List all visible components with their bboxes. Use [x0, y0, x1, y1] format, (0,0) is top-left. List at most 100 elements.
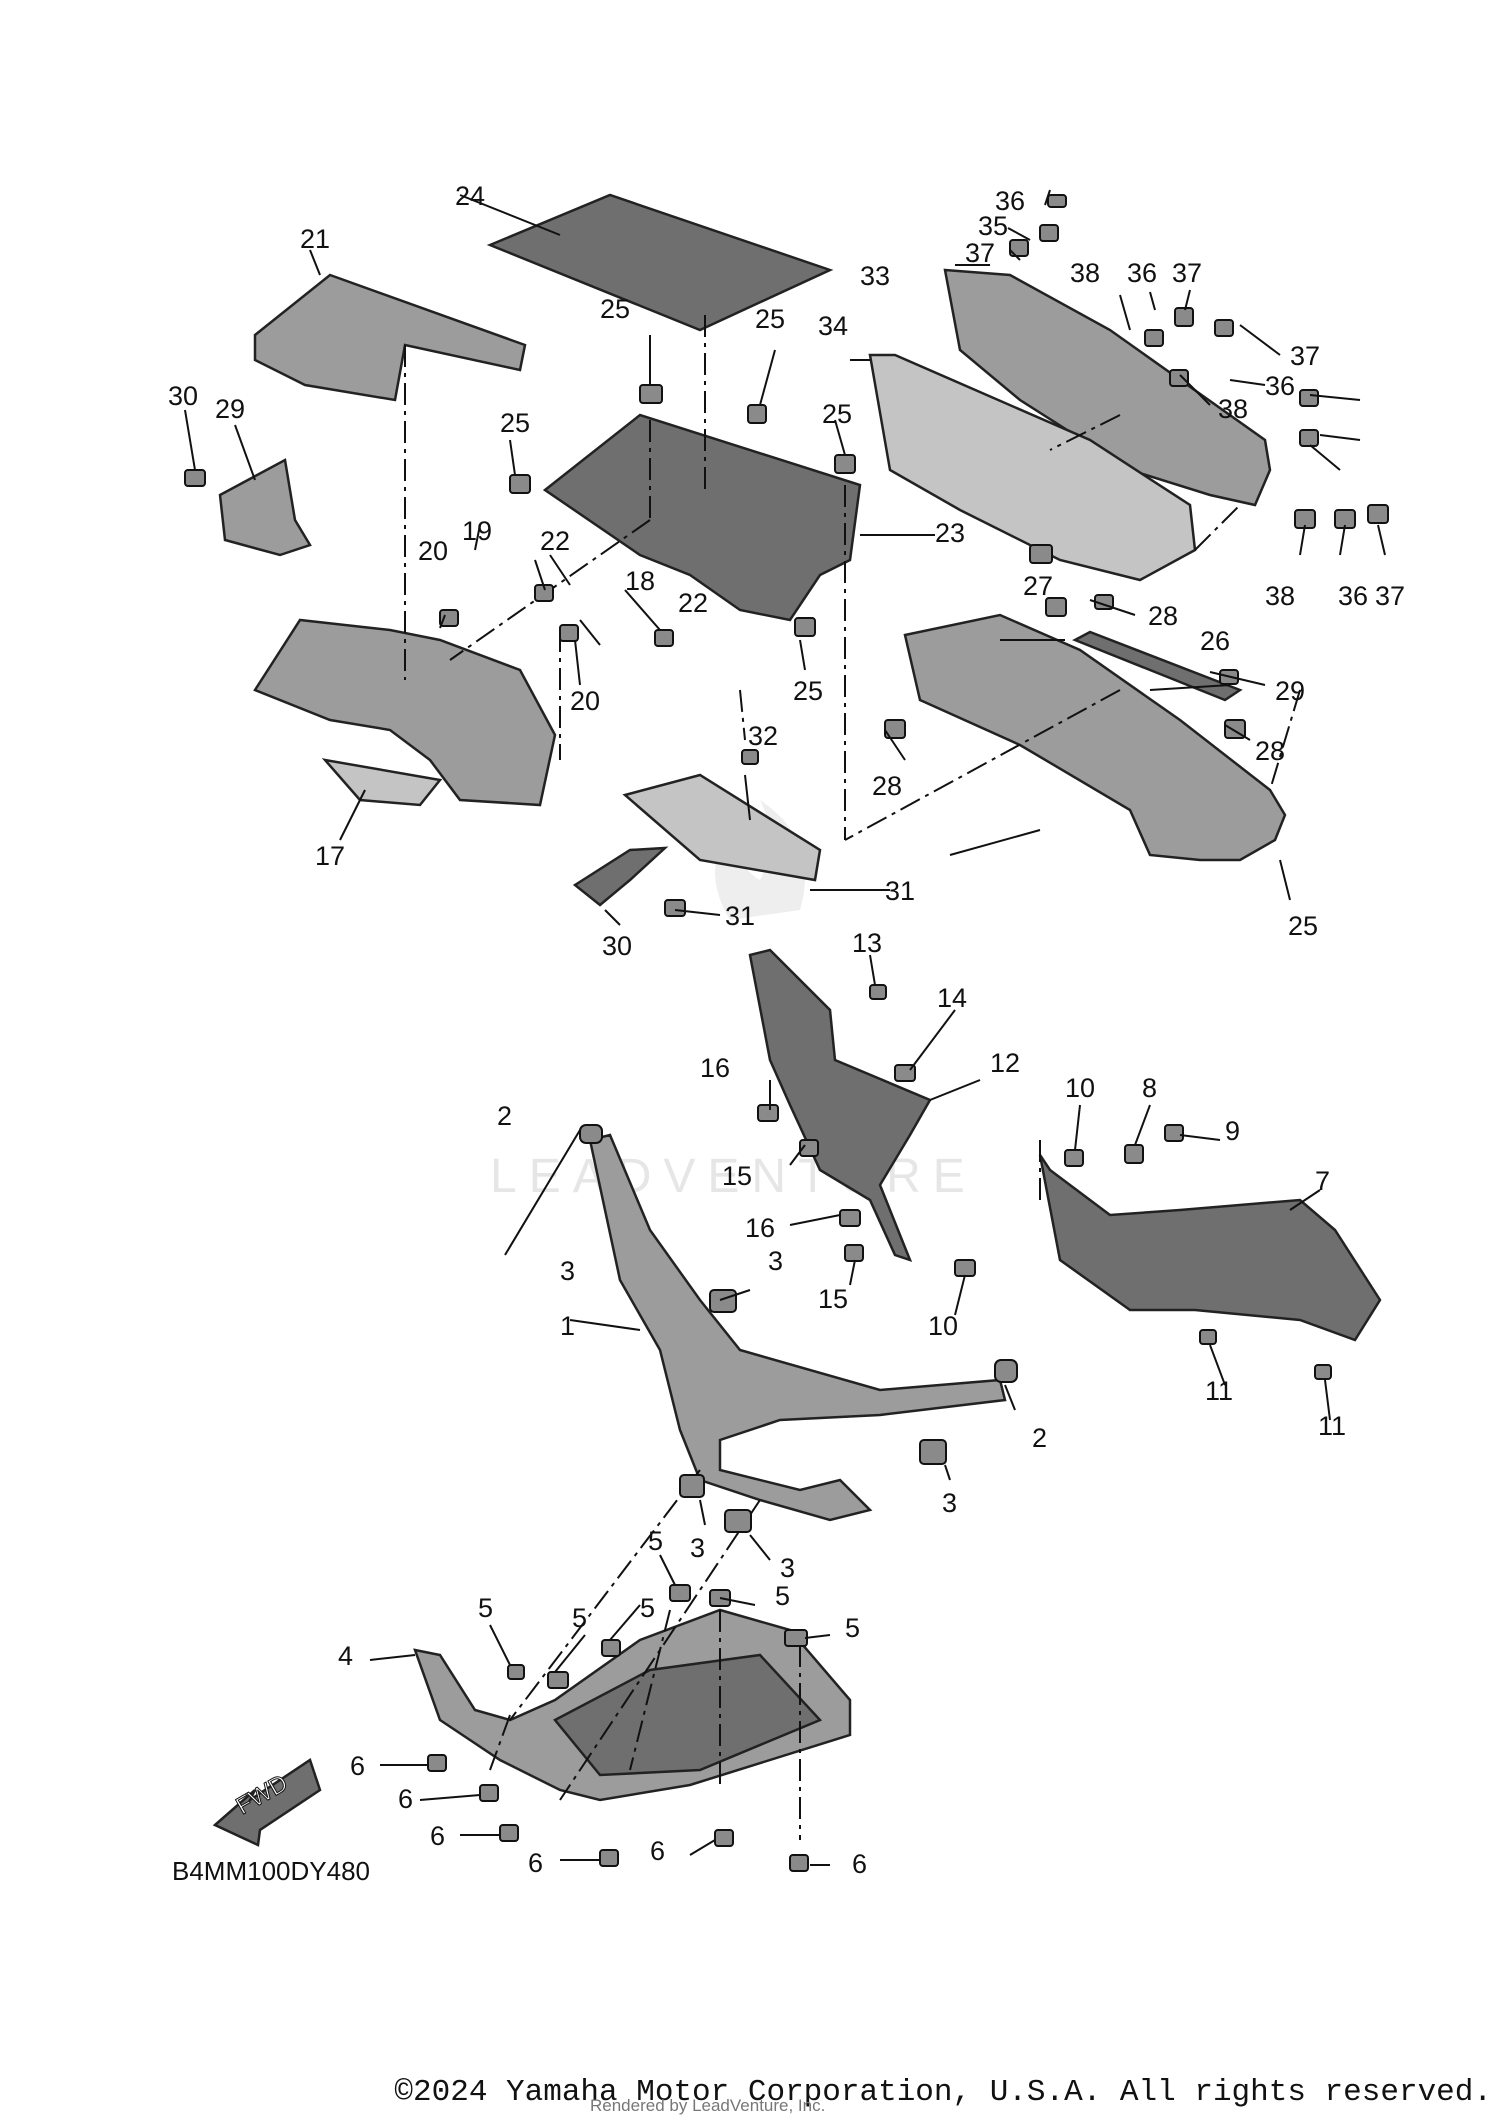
callout-5: 5 [572, 1603, 587, 1633]
callout-15: 15 [722, 1161, 752, 1191]
callout-2: 2 [1032, 1423, 1047, 1453]
callout-38: 37 [965, 238, 995, 268]
part-34-guard [943, 268, 1272, 507]
callout-17: 17 [315, 841, 345, 871]
callout-6: 6 [528, 1848, 543, 1878]
callout-37: 37 [1375, 581, 1405, 611]
callout-3: 3 [942, 1488, 957, 1518]
callout-9: 9 [1225, 1116, 1240, 1146]
callout-30: 30 [602, 931, 632, 961]
part-code: B4MM100DY480 [172, 1856, 370, 1886]
part-27-rail [1072, 630, 1243, 702]
callout-3: 3 [780, 1553, 795, 1583]
callout-14: 14 [937, 983, 967, 1013]
rendered-by-notice: Rendered by LeadVenture, Inc. [590, 2096, 826, 2115]
callout-26: 25 [1288, 911, 1318, 941]
callout-5: 5 [478, 1593, 493, 1623]
callout-33: 32 [748, 721, 778, 751]
callout-4: 4 [338, 1641, 353, 1671]
callout-3: 3 [560, 1256, 575, 1286]
callout-numbers: 1 2 2 3 3 3 3 3 4 5 5 5 5 5 5 6 6 6 6 6 … [168, 181, 1405, 1879]
callout-29: 28 [1148, 601, 1178, 631]
callout-31: 31 [725, 901, 755, 931]
callout-12: 12 [990, 1048, 1020, 1078]
callout-38: 38 [1265, 581, 1295, 611]
callout-31: 30 [168, 381, 198, 411]
callout-13: 13 [852, 928, 882, 958]
callout-6: 6 [350, 1751, 365, 1781]
callout-18: 18 [625, 566, 655, 596]
callout-36: 36 [1127, 258, 1157, 288]
callout-36: 36 [1338, 581, 1368, 611]
callout-15: 15 [818, 1284, 848, 1314]
part-24-mat [486, 193, 834, 332]
part-17-housing [253, 618, 557, 807]
callout-37: 37 [1290, 341, 1320, 371]
part-1-frame [588, 1133, 1007, 1522]
callout-20: 20 [418, 536, 448, 566]
callout-35: 34 [818, 311, 848, 341]
assembly-lines [404, 315, 1301, 1840]
callout-28: 27 [1023, 571, 1053, 601]
part-21-panel [253, 273, 527, 402]
callout-32: 31 [885, 876, 915, 906]
callout-22: 22 [540, 526, 570, 556]
part-12-shield [748, 948, 932, 1263]
callout-2: 2 [497, 1101, 512, 1131]
callout-38: 38 [1218, 394, 1248, 424]
callout-25: 25 [755, 304, 785, 334]
callout-1: 1 [560, 1311, 575, 1341]
callout-11: 11 [1318, 1411, 1346, 1441]
leader-lines [184, 189, 1386, 1866]
callout-5: 5 [640, 1593, 655, 1623]
fwd-arrow: FWD [212, 1758, 322, 1847]
fasteners [184, 194, 1389, 1872]
callout-21: 21 [300, 224, 330, 254]
callout-28: 28 [1255, 736, 1285, 766]
part-26-guard [903, 613, 1287, 862]
callout-37: 36 [995, 186, 1025, 216]
callout-28: 28 [872, 771, 902, 801]
part-30-bracket [218, 458, 669, 907]
callout-36: 35 [978, 211, 1008, 241]
callout-24: 24 [455, 181, 485, 211]
callout-37: 37 [1172, 258, 1202, 288]
callout-10: 10 [1065, 1073, 1095, 1103]
callout-19: 19 [462, 516, 492, 546]
callout-34: 33 [860, 261, 890, 291]
part-23-cover [542, 413, 862, 622]
part-4-skidplate [413, 1608, 852, 1802]
callout-29: 29 [1275, 676, 1305, 706]
callout-10: 10 [928, 1311, 958, 1341]
callout-20: 20 [570, 686, 600, 716]
callout-27: 26 [1200, 626, 1230, 656]
callout-30: 29 [215, 394, 245, 424]
callout-25: 25 [822, 399, 852, 429]
callout-16: 16 [745, 1213, 775, 1243]
part-35-strip [868, 353, 1197, 582]
callout-23: 23 [935, 518, 965, 548]
callout-11: 11 [1205, 1376, 1233, 1406]
callout-3: 3 [768, 1246, 783, 1276]
callout-6: 6 [650, 1836, 665, 1866]
callout-5: 5 [775, 1581, 790, 1611]
callout-8: 8 [1142, 1073, 1157, 1103]
callout-6: 6 [852, 1849, 867, 1879]
callout-38: 38 [1070, 258, 1100, 288]
callout-6: 6 [398, 1784, 413, 1814]
callout-3: 3 [690, 1533, 705, 1563]
callout-25: 25 [500, 408, 530, 438]
callout-6: 6 [430, 1821, 445, 1851]
callout-5: 5 [845, 1613, 860, 1643]
callout-7: 7 [1315, 1166, 1330, 1196]
callout-25: 25 [793, 676, 823, 706]
callout-16: 16 [700, 1053, 730, 1083]
copyright-notice: ©2024 Yamaha Motor Corporation, U.S.A. A… [394, 2075, 1492, 2110]
callout-22: 22 [678, 588, 708, 618]
part-7-cover [1038, 1154, 1382, 1342]
callout-25: 25 [600, 294, 630, 324]
callout-5: 5 [648, 1526, 663, 1556]
callout-36: 36 [1265, 371, 1295, 401]
part-32-plate [622, 773, 822, 882]
